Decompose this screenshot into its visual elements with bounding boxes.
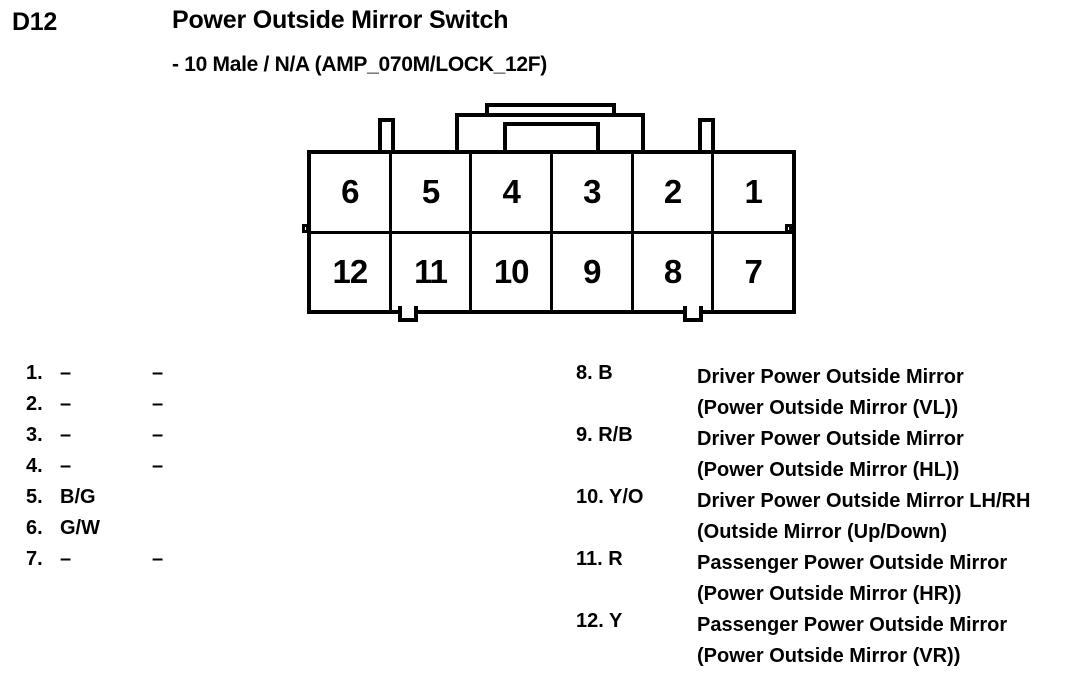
pin-number: 3. bbox=[26, 424, 43, 446]
pin-cell-12: 12 bbox=[311, 233, 392, 310]
bottom-tab-left bbox=[398, 306, 418, 322]
connector-code: D12 bbox=[12, 8, 57, 36]
pin-description-line-2: (Power Outside Mirror (VR)) bbox=[697, 645, 961, 667]
pin-description: Passenger Power Outside Mirror (Power Ou… bbox=[697, 548, 1007, 610]
pin-description-line-1: Driver Power Outside Mirror bbox=[697, 366, 964, 388]
pin-number: 6. bbox=[26, 517, 43, 539]
pin-description: – bbox=[152, 393, 164, 415]
pin-description: Driver Power Outside Mirror (Power Outsi… bbox=[697, 424, 964, 486]
connector-subtitle: - 10 Male / N/A (AMP_070M/LOCK_12F) bbox=[172, 53, 547, 76]
pin-description: – bbox=[152, 362, 164, 384]
pin-list-right: 8. B Driver Power Outside Mirror (Power … bbox=[576, 362, 1086, 672]
latch-inner-block bbox=[503, 122, 600, 154]
connector-body: 6 5 4 3 2 1 12 11 10 9 8 7 bbox=[307, 150, 796, 314]
pin-wire-color: – bbox=[60, 424, 72, 446]
pin-number: 8. B bbox=[576, 362, 613, 384]
pin-number: 1. bbox=[26, 362, 43, 384]
connector-diagram: 6 5 4 3 2 1 12 11 10 9 8 7 bbox=[300, 96, 800, 336]
pin-description-line-2: (Outside Mirror (Up/Down) bbox=[697, 521, 947, 543]
pin-cell-6: 6 bbox=[311, 154, 392, 231]
pin-row-top: 6 5 4 3 2 1 bbox=[311, 154, 792, 231]
top-tab-right bbox=[698, 118, 715, 154]
pin-list-left: 1. – – 2. – – 3. – – 4. – – 5. B/G 6. G/… bbox=[26, 362, 326, 579]
pin-number: 2. bbox=[26, 393, 43, 415]
pin-entry-9: 9. R/B Driver Power Outside Mirror (Powe… bbox=[576, 424, 1086, 486]
pin-entry-3: 3. – – bbox=[26, 424, 326, 455]
pin-entry-10: 10. Y/O Driver Power Outside Mirror LH/R… bbox=[576, 486, 1086, 548]
pin-description: Passenger Power Outside Mirror (Power Ou… bbox=[697, 610, 1007, 672]
pin-number: 9. R/B bbox=[576, 424, 633, 446]
page-title: Power Outside Mirror Switch bbox=[172, 6, 509, 34]
pin-entry-5: 5. B/G bbox=[26, 486, 326, 517]
pin-wire-color: – bbox=[60, 393, 72, 415]
pin-description-line-1: Driver Power Outside Mirror bbox=[697, 428, 964, 450]
pin-cell-2: 2 bbox=[634, 154, 715, 231]
pin-wire-color: – bbox=[60, 362, 72, 384]
pin-description-line-2: (Power Outside Mirror (VL)) bbox=[697, 397, 959, 419]
pin-cell-1: 1 bbox=[744, 173, 763, 211]
pin-entry-7: 7. – – bbox=[26, 548, 326, 579]
pin-description-line-2: (Power Outside Mirror (HR)) bbox=[697, 583, 962, 605]
pin-number: 7. bbox=[26, 548, 43, 570]
pin-description: – bbox=[152, 548, 164, 570]
pin-number: 12. Y bbox=[576, 610, 623, 632]
pin-description: Driver Power Outside Mirror LH/RH (Outsi… bbox=[697, 486, 1030, 548]
pin-entry-2: 2. – – bbox=[26, 393, 326, 424]
pin-entry-1: 1. – – bbox=[26, 362, 326, 393]
pin-cell-7: 7 bbox=[744, 252, 763, 290]
pin-cell-3: 3 bbox=[553, 154, 634, 231]
pin-number: 5. bbox=[26, 486, 43, 508]
pin-cell-4: 4 bbox=[472, 154, 554, 231]
pin-row-bottom: 12 11 10 9 8 7 bbox=[311, 230, 792, 310]
side-notch-left bbox=[302, 224, 309, 233]
pin-number: 4. bbox=[26, 455, 43, 477]
pin-wire-color: – bbox=[60, 548, 72, 570]
pin-description: Driver Power Outside Mirror (Power Outsi… bbox=[697, 362, 964, 424]
pin-description-line-1: Passenger Power Outside Mirror bbox=[697, 552, 1008, 574]
pin-cell-11: 11 bbox=[392, 233, 473, 310]
pin-cell-10: 10 bbox=[472, 233, 554, 310]
pin-wire-color: B/G bbox=[60, 486, 96, 508]
pin-entry-4: 4. – – bbox=[26, 455, 326, 486]
pin-number: 11. R bbox=[576, 548, 623, 570]
pin-cell-9: 9 bbox=[553, 233, 634, 310]
pin-entry-8: 8. B Driver Power Outside Mirror (Power … bbox=[576, 362, 1086, 424]
bottom-tab-right bbox=[683, 306, 703, 322]
pin-description-line-2: (Power Outside Mirror (HL)) bbox=[697, 459, 960, 481]
pin-wire-color: – bbox=[60, 455, 72, 477]
pin-description: – bbox=[152, 424, 164, 446]
pin-description: – bbox=[152, 455, 164, 477]
pin-description-line-1: Passenger Power Outside Mirror bbox=[697, 614, 1008, 636]
pin-entry-11: 11. R Passenger Power Outside Mirror (Po… bbox=[576, 548, 1086, 610]
top-tab-left bbox=[378, 118, 395, 154]
side-notch-right bbox=[785, 224, 792, 233]
pin-description-line-1: Driver Power Outside Mirror LH/RH bbox=[697, 490, 1031, 512]
pin-cell-8: 8 bbox=[634, 233, 715, 310]
pin-wire-color: G/W bbox=[60, 517, 100, 539]
pin-cell-5: 5 bbox=[392, 154, 473, 231]
pin-entry-12: 12. Y Passenger Power Outside Mirror (Po… bbox=[576, 610, 1086, 672]
pin-number: 10. Y/O bbox=[576, 486, 644, 508]
pin-entry-6: 6. G/W bbox=[26, 517, 326, 548]
